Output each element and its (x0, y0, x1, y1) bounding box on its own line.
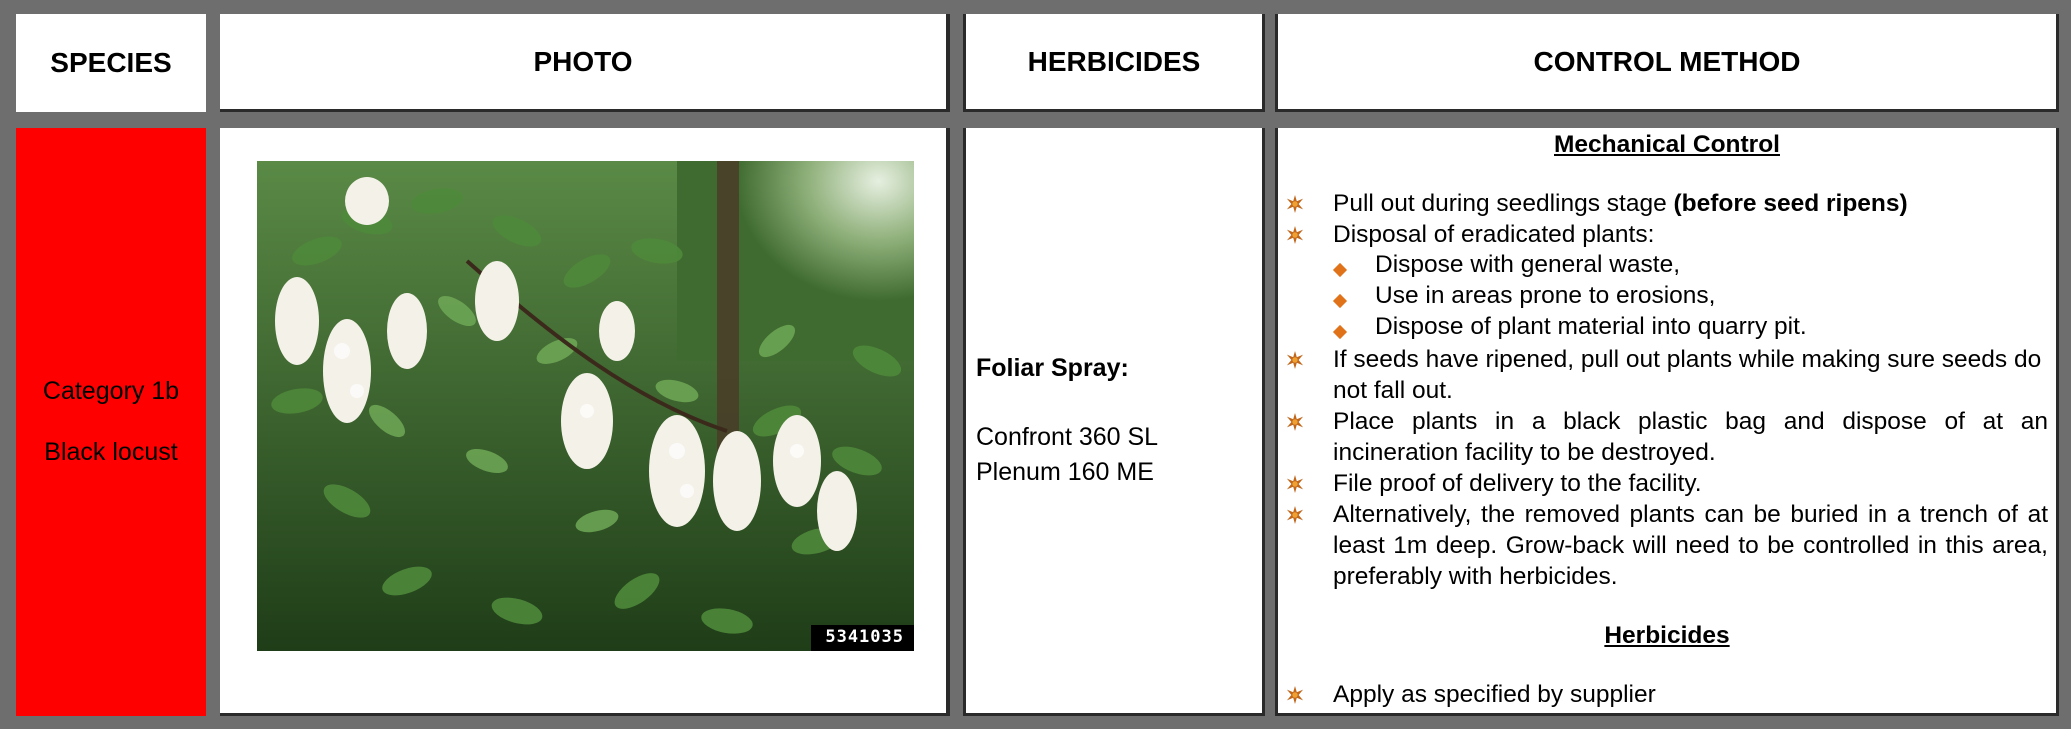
star-bullet-icon (1286, 475, 1304, 493)
herbicides-heading: Herbicides (1604, 622, 1730, 649)
header-control-method: CONTROL METHOD (1275, 14, 2059, 112)
header-photo: PHOTO (220, 14, 950, 112)
star-bullet-icon (1286, 226, 1304, 244)
control-method-cell: Mechanical Control Pull out during seedl… (1275, 128, 2059, 716)
header-photo-label: PHOTO (533, 45, 633, 77)
star-bullet-icon (1286, 195, 1304, 213)
star-bullet-icon (1286, 351, 1304, 369)
header-herbicides-label: HERBICIDES (1027, 45, 1201, 77)
sub-list-item-text: Dispose of plant material into quarry pi… (1375, 313, 1807, 340)
list-item-text: Apply as specified by supplier (1333, 681, 1656, 708)
diamond-bullet-icon (1332, 324, 1348, 340)
list-item-emphasis: (before seed ripens) (1673, 190, 1908, 217)
header-herbicides: HERBICIDES (963, 14, 1265, 112)
header-species-label: SPECIES (50, 47, 172, 78)
list-item-text: If seeds have ripened, pull out plants w… (1333, 346, 2042, 404)
star-bullet-icon (1286, 413, 1304, 431)
species-cell: Category 1b Black locust (16, 128, 206, 716)
sub-list-item-text: Use in areas prone to erosions, (1375, 282, 1716, 309)
list-item-text: Disposal of eradicated plants: (1333, 221, 1655, 248)
header-control-method-label: CONTROL METHOD (1533, 45, 1801, 77)
mechanical-control-heading: Mechanical Control (1554, 131, 1780, 158)
list-item-text: Alternatively, the removed plants can be… (1333, 501, 2048, 590)
list-item-text: File proof of delivery to the facility. (1333, 470, 1702, 497)
star-bullet-icon (1286, 506, 1304, 524)
application-method: Foliar Spray: (976, 354, 1129, 382)
diamond-bullet-icon (1332, 262, 1348, 278)
herbicide-product: Confront 360 SL (976, 423, 1159, 451)
black-locust-flowers-image (257, 161, 914, 651)
star-bullet-icon (1286, 686, 1304, 704)
photo-cell: 5341035 (220, 128, 950, 716)
herbicide-product: Plenum 160 ME (976, 458, 1154, 486)
diamond-bullet-icon (1332, 293, 1348, 309)
list-item-text: Place plants in a black plastic bag and … (1333, 408, 2048, 466)
black-locust-photo: 5341035 (257, 161, 914, 651)
image-number-label: 5341035 (811, 625, 914, 651)
herbicides-cell: Foliar Spray: Confront 360 SL Plenum 160… (963, 128, 1265, 716)
species-category: Category 1b (42, 377, 180, 405)
species-name: Black locust (44, 438, 178, 466)
list-item-text: Pull out during seedlings stage (1333, 190, 1674, 217)
header-species: SPECIES (16, 14, 206, 112)
sub-list-item-text: Dispose with general waste, (1375, 251, 1681, 278)
